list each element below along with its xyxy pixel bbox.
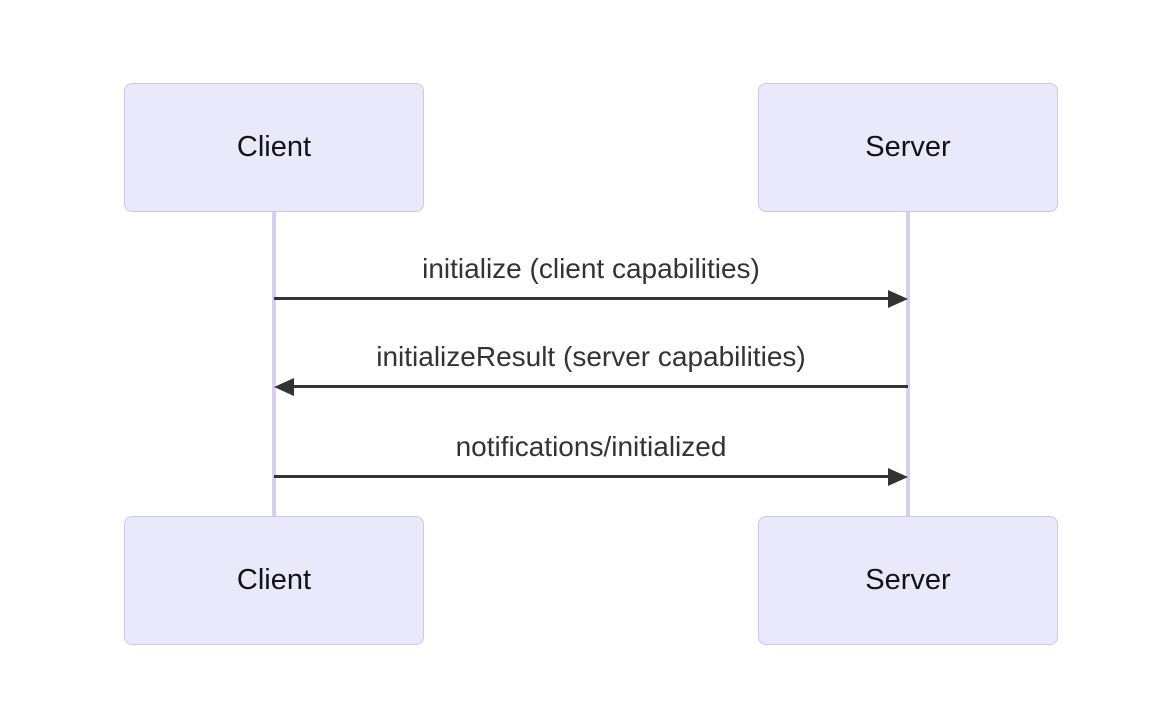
actor-box-server-top: Server — [758, 83, 1058, 212]
message-arrow-line — [292, 385, 908, 388]
actor-box-client-top: Client — [124, 83, 424, 212]
lifeline-server — [906, 212, 910, 516]
arrowhead-right-icon — [888, 290, 908, 308]
actor-label-client-bottom: Client — [236, 564, 312, 596]
message-arrow-line — [274, 475, 890, 478]
arrowhead-right-icon — [888, 468, 908, 486]
message-label: initializeResult (server capabilities) — [376, 341, 806, 372]
message-arrow-line — [274, 297, 890, 300]
actor-box-client-bottom: Client — [124, 516, 424, 645]
actor-label-server-top: Server — [865, 131, 951, 163]
arrowhead-left-icon — [274, 378, 294, 396]
actor-box-server-bottom: Server — [758, 516, 1058, 645]
actor-label-client-top: Client — [236, 131, 312, 163]
message-label: notifications/initialized — [455, 431, 727, 462]
message-label: initialize (client capabilities) — [422, 253, 760, 284]
actor-label-server-bottom: Server — [865, 564, 951, 596]
lifeline-client — [272, 212, 276, 516]
